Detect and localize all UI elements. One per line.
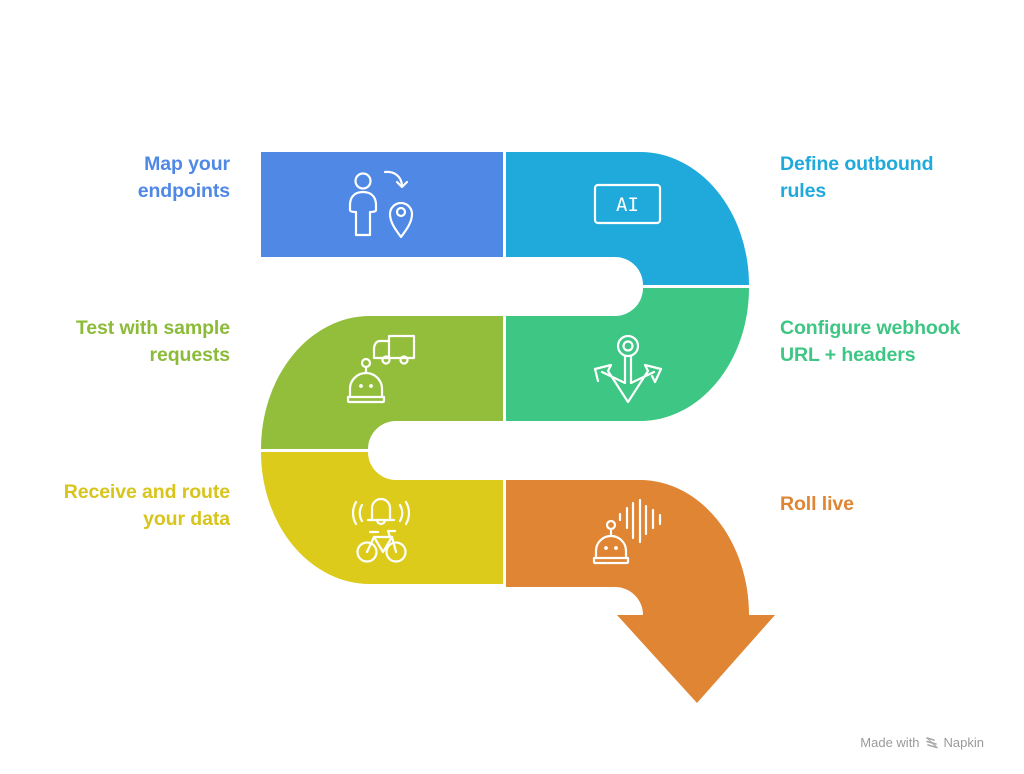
step-4-label-line-1: Test with sample [75, 317, 230, 339]
step-3-label-line-2: URL + headers [780, 344, 916, 366]
step-6-segment [506, 480, 775, 703]
step-3-segment [506, 288, 749, 421]
step-1-label: Map your endpoints [0, 151, 230, 205]
napkin-logo-icon [925, 736, 938, 748]
ai-chip-text: AI [616, 194, 639, 216]
step-5-label: Receive and route your data [0, 479, 230, 533]
step-1-label-line-2: endpoints [137, 180, 230, 202]
step-2-segment [506, 152, 749, 285]
step-4-label: Test with sample requests [0, 315, 230, 369]
step-2-label-line-1: Define outbound [780, 153, 934, 175]
made-with-text: Made with [860, 735, 920, 750]
step-3-label-line-1: Configure webhook [780, 317, 961, 339]
napkin-footer[interactable]: Made with Napkin [860, 735, 984, 750]
step-2-label-line-2: rules [780, 180, 827, 202]
step-5-segment [261, 452, 503, 584]
step-1-label-line-1: Map your [144, 153, 230, 175]
step-5-label-line-2: your data [143, 508, 230, 530]
step-5-label-line-1: Receive and route [63, 481, 230, 503]
step-4-segment [261, 316, 503, 449]
step-6-label-line-1: Roll live [780, 493, 854, 515]
robot-truck-icon [346, 334, 416, 404]
napkin-brand: Napkin [943, 735, 984, 750]
bell-bicycle-icon [351, 497, 411, 563]
person-location-icon [348, 170, 414, 239]
step-2-label: Define outbound rules [780, 151, 1020, 205]
step-1-segment [261, 152, 503, 257]
robot-soundwave-icon [592, 498, 662, 565]
step-3-label: Configure webhook URL + headers [780, 315, 1020, 369]
step-6-label: Roll live [780, 491, 1020, 518]
step-4-label-line-2: requests [149, 344, 231, 366]
ai-chip-icon: AI [593, 183, 662, 225]
anchor-icon [593, 334, 663, 404]
